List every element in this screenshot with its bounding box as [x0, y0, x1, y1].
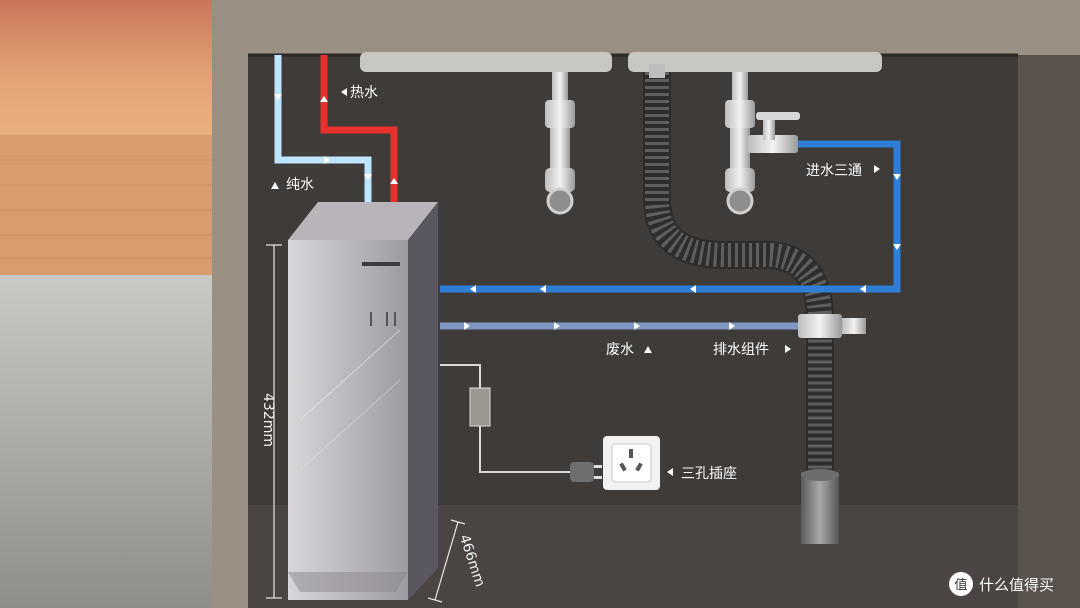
watermark-badge: 值 — [954, 577, 967, 593]
waste-water-label: 废水 — [606, 342, 634, 358]
waste-water-arrow-icon — [644, 346, 652, 353]
pure-water-label: 纯水 — [286, 177, 314, 193]
power-adapter — [469, 387, 491, 427]
hot-water-arrow-icon — [341, 88, 347, 96]
inlet-pipe — [440, 140, 901, 293]
height-dimension — [266, 244, 282, 599]
pure-water-arrow-icon — [271, 182, 279, 189]
height-dimension-label: 432mm — [260, 393, 276, 447]
background-sky — [0, 0, 215, 135]
background-water — [0, 135, 215, 275]
sink-left — [360, 52, 612, 72]
inlet-tee-fitting — [748, 112, 800, 153]
plug-icon — [570, 462, 602, 482]
watermark-text: 什么值得买 — [979, 576, 1054, 594]
pure-water-pipe — [274, 55, 372, 205]
drain-assembly-label: 排水组件 — [713, 342, 769, 358]
inlet-tee-label: 进水三通 — [806, 163, 862, 179]
socket-arrow-icon — [667, 468, 673, 476]
sink-right — [628, 52, 882, 72]
drain-assembly-arrow-icon — [785, 345, 791, 353]
watermark-logo-icon — [949, 572, 973, 596]
hot-water-pipe — [320, 55, 398, 205]
flow-arrows — [274, 94, 901, 330]
water-purifier-unit — [288, 202, 438, 600]
hot-water-label: 热水 — [350, 85, 378, 101]
cabinet-side-panel — [1018, 55, 1080, 608]
inlet-tee-arrow-icon — [874, 165, 880, 173]
depth-dimension — [427, 519, 466, 603]
wall-socket — [603, 436, 660, 490]
socket-label: 三孔插座 — [681, 466, 737, 482]
left-angle-valve — [545, 72, 575, 215]
right-angle-valve — [725, 72, 755, 215]
drain-assembly-fitting — [798, 314, 866, 338]
background-floor — [0, 275, 215, 608]
floor-drain-pipe — [801, 472, 839, 544]
